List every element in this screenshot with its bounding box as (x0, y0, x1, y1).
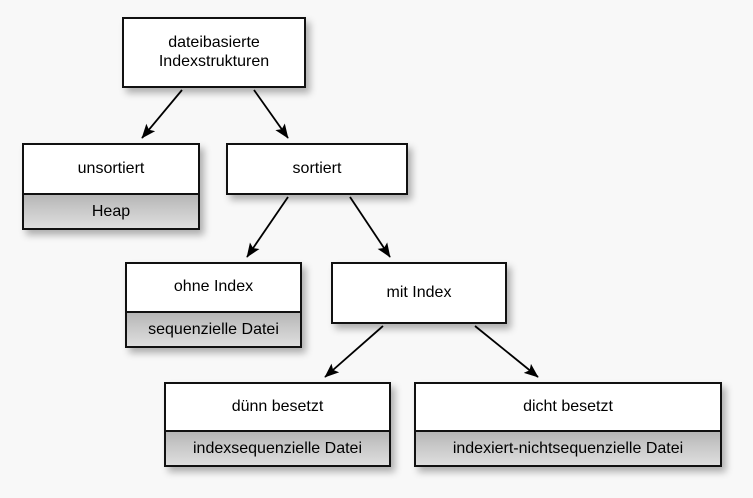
node-label: dicht besetzt (416, 384, 720, 430)
node-label: ohne Index (127, 264, 300, 311)
node-label: dateibasierte Indexstrukturen (124, 19, 304, 86)
edge-mit-index-to-dicht-besetzt (474, 325, 539, 378)
node-sublabel-sequenzielle-datei: sequenzielle Datei (127, 311, 300, 346)
node-label: dünn besetzt (166, 384, 389, 430)
node-dicht-besetzt[interactable]: dicht besetzt indexiert-nichtsequenziell… (414, 382, 722, 467)
node-mit-index[interactable]: mit Index (331, 262, 507, 324)
node-unsortiert[interactable]: unsortiert Heap (22, 143, 200, 230)
node-sublabel-indexiert-nichtsequenzielle-datei: indexiert-nichtsequenzielle Datei (416, 430, 720, 465)
node-label: unsortiert (24, 145, 198, 193)
node-duenn-besetzt[interactable]: dünn besetzt indexsequenzielle Datei (164, 382, 391, 467)
edge-sortiert-to-mit-index (349, 196, 391, 258)
edge-sortiert-to-ohne-index (246, 196, 289, 258)
node-ohne-index[interactable]: ohne Index sequenzielle Datei (125, 262, 302, 348)
node-sortiert[interactable]: sortiert (226, 143, 408, 195)
edge-mit-index-to-duenn-besetzt (324, 325, 384, 378)
node-dateibasierte-indexstrukturen[interactable]: dateibasierte Indexstrukturen (122, 17, 306, 88)
node-sublabel-heap: Heap (24, 193, 198, 228)
node-label: sortiert (228, 145, 406, 193)
edge-root-to-unsortiert (141, 89, 183, 139)
node-sublabel-indexsequenzielle-datei: indexsequenzielle Datei (166, 430, 389, 465)
node-label: mit Index (333, 264, 505, 322)
edge-root-to-sortiert (253, 89, 289, 139)
